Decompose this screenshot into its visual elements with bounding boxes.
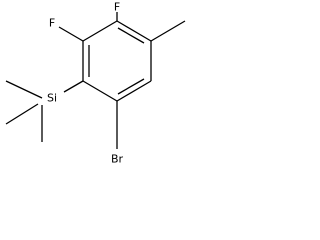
- bond-c6-silicon: [63, 80, 84, 93]
- atom-label-fluorine-left: F: [49, 17, 55, 30]
- bond-silicon-methyl-left: [5, 80, 43, 99]
- atom-label-fluorine-top: F: [114, 1, 120, 14]
- ring-double-bond-inner-c2-c3: [117, 27, 145, 44]
- ring-bond-c1-c2: [82, 20, 118, 42]
- ring-double-bond-inner-c4-c5: [117, 78, 145, 95]
- chemical-structure: F F Si Br: [5, 1, 186, 166]
- atom-label-silicon: Si: [47, 92, 57, 105]
- bond-c1-fluorine: [58, 26, 84, 42]
- ring-bond-c4-c5: [116, 80, 152, 102]
- ring-bond-c2-c3: [116, 20, 152, 42]
- atom-label-bromine: Br: [111, 153, 124, 166]
- bond-silicon-methyl-bottom: [5, 103, 39, 125]
- ring-bond-c5-c6: [82, 80, 118, 102]
- bond-c3-methyl: [150, 20, 186, 42]
